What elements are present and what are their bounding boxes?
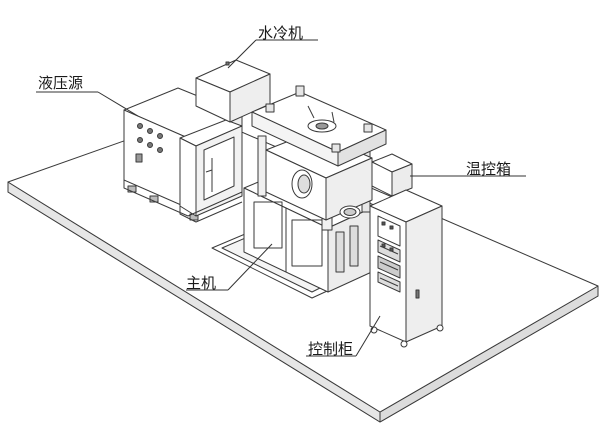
label-temperature-box: 温控箱: [466, 160, 512, 178]
label-water-chiller: 水冷机: [258, 24, 304, 42]
control-cabinet: [369, 189, 444, 348]
leader-control: [355, 315, 381, 357]
leader-main: [227, 243, 273, 291]
label-hydraulic-source: 液压源: [38, 74, 84, 92]
label-main-unit: 主机: [186, 274, 217, 292]
water-chiller-unit: [195, 59, 271, 123]
leader-hydraulic: [97, 91, 139, 117]
label-control-cabinet: 控制柜: [308, 340, 354, 358]
leader-lines: [36, 39, 526, 357]
hydraulic-source-unit: [123, 87, 243, 223]
leader-water-chiller: [227, 39, 257, 69]
main-unit: [211, 85, 387, 299]
temperature-control-box: [371, 153, 413, 197]
